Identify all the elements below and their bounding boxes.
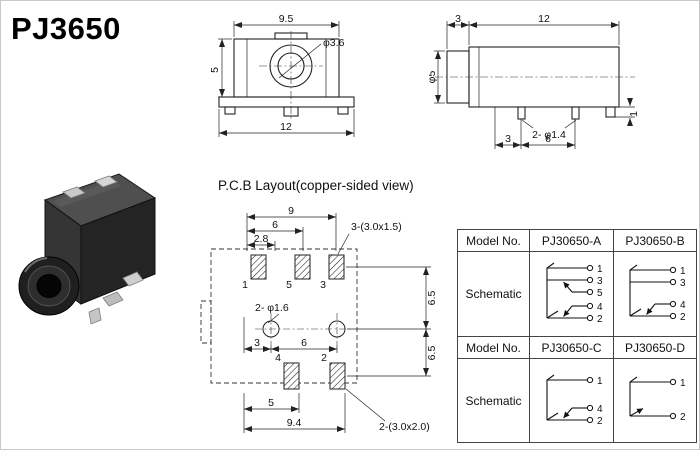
table-cell-model-d: PJ30650-D xyxy=(614,337,697,359)
connector-3d-photo xyxy=(18,173,157,325)
table-cell-model-b: PJ30650-B xyxy=(614,230,697,252)
table-cell-model-label-1: Model No. xyxy=(458,230,530,252)
pad-label-4: 4 xyxy=(275,352,281,364)
side-view-outline xyxy=(446,46,620,120)
pin-number: 5 xyxy=(597,288,603,299)
pin-number: 2 xyxy=(680,412,686,423)
part-number-title: PJ3650 xyxy=(11,11,121,46)
pad-3 xyxy=(328,254,345,280)
pin-number: 1 xyxy=(680,378,686,389)
solder-pads xyxy=(250,254,346,390)
pad-label-5: 5 xyxy=(286,279,292,291)
pad-1 xyxy=(250,254,267,280)
dim-pcb-right-lower: 6.5 xyxy=(426,346,438,361)
table-cell-schematic-label-2: Schematic xyxy=(458,359,530,443)
schematic-a-drawing: 1 3 5 4 2 xyxy=(545,262,603,325)
front-view-dimension-lines xyxy=(218,21,355,137)
schematic-b-pin-numbers: 1 3 4 2 xyxy=(680,266,686,323)
pin-number: 4 xyxy=(597,302,603,313)
schematic-d-pin-numbers: 1 2 xyxy=(680,378,686,423)
side-view-dimension-lines xyxy=(434,21,635,149)
pin-number: 1 xyxy=(597,264,603,275)
schematic-c-pin-numbers: 1 4 2 xyxy=(597,376,603,427)
pin-number: 1 xyxy=(597,376,603,387)
pad-4 xyxy=(283,362,300,390)
hole-note: 2- φ1.6 xyxy=(255,302,289,314)
table-cell-model-label-2: Model No. xyxy=(458,337,530,359)
dim-front-bottom-width: 12 xyxy=(280,121,292,133)
schematic-b-drawing: 1 3 4 2 xyxy=(629,264,686,323)
pad-label-3: 3 xyxy=(320,279,326,291)
pin-number: 2 xyxy=(597,416,603,427)
dim-pcb-mid-3: 3 xyxy=(254,337,260,349)
pin-number: 1 xyxy=(680,266,686,277)
dim-pcb-9: 9 xyxy=(288,205,294,217)
pcb-dimension-text: 9 6 2.8 3-(3.0x1.5) 1 5 3 2- φ1.6 3 6 6.… xyxy=(242,205,438,433)
dim-side-diameter: φ5 xyxy=(429,71,438,84)
dim-pcb-mid-6: 6 xyxy=(301,337,307,349)
bottom-pad-note: 2-(3.0x2.0) xyxy=(379,421,430,433)
schematic-d-cell: 1 2 xyxy=(614,359,697,443)
metal-contacts xyxy=(62,175,144,325)
pin-number: 4 xyxy=(680,300,686,311)
dim-pcb-bottom-5: 5 xyxy=(268,397,274,409)
side-pin-note: 2- φ1.4 xyxy=(532,129,566,141)
schematic-b-terminals xyxy=(669,266,677,320)
dim-side-pin-pitch: 6 xyxy=(545,133,551,145)
schematic-a-terminals xyxy=(586,264,593,322)
pin-number: 3 xyxy=(680,278,686,289)
schematic-a-pin-numbers: 1 3 5 4 2 xyxy=(597,264,603,325)
pin-number: 2 xyxy=(680,312,686,323)
dim-side-pin-offset: 3 xyxy=(505,133,511,145)
dim-front-height: 5 xyxy=(209,67,221,73)
table-cell-model-c: PJ30650-C xyxy=(530,337,614,359)
pcb-layout-heading: P.C.B Layout(copper-sided view) xyxy=(218,178,414,193)
dim-side-collar: 3 xyxy=(455,13,461,25)
dim-front-hole-dia: φ3.6 xyxy=(323,37,345,49)
dim-side-pin-tab: 1 xyxy=(628,111,640,117)
pad-label-1: 1 xyxy=(242,279,248,291)
dim-pcb-right-upper: 6.5 xyxy=(426,291,438,306)
dim-side-length: 12 xyxy=(538,13,550,25)
schematic-a-wires xyxy=(545,262,587,319)
dim-pcb-6: 6 xyxy=(272,219,278,231)
table-cell-schematic-label-1: Schematic xyxy=(458,252,530,337)
pin-number: 2 xyxy=(597,314,603,325)
front-view-centerlines xyxy=(259,31,323,119)
pad-label-2: 2 xyxy=(321,352,327,364)
schematic-d-terminals xyxy=(669,378,677,419)
pad-2 xyxy=(329,362,346,390)
top-pad-note: 3-(3.0x1.5) xyxy=(351,221,402,233)
schematic-b-wires xyxy=(629,264,670,317)
pin-number: 4 xyxy=(597,404,603,415)
side-view-dimension-text: 3 12 φ5 2- φ1.4 3 6 1 xyxy=(429,13,640,145)
jack-barrel xyxy=(18,256,80,316)
schematic-a-cell: 1 3 5 4 2 xyxy=(530,252,614,337)
schematic-b-cell: 1 3 4 2 xyxy=(614,252,697,337)
dim-pcb-bottom-9-4: 9.4 xyxy=(287,417,302,429)
dim-pcb-2-8: 2.8 xyxy=(254,233,269,245)
front-view-dimension-text: 9.5 5 φ3.6 12 xyxy=(209,13,345,133)
hole-centerlines xyxy=(255,313,353,345)
schematic-c-wires xyxy=(545,374,587,421)
front-view-drawing: 9.5 5 φ3.6 12 xyxy=(209,13,355,137)
pin-number: 3 xyxy=(597,276,603,287)
schematic-d-drawing: 1 2 xyxy=(629,376,686,423)
pad-5 xyxy=(294,254,311,280)
pcb-dimension-lines xyxy=(243,213,431,433)
table-cell-model-a: PJ30650-A xyxy=(530,230,614,252)
schematic-c-terminals xyxy=(586,376,593,423)
schematic-d-wires xyxy=(629,376,670,417)
dim-front-top-width: 9.5 xyxy=(279,13,294,25)
schematic-c-drawing: 1 4 2 xyxy=(545,374,603,427)
side-view-drawing: 3 12 φ5 2- φ1.4 3 6 1 xyxy=(429,13,640,149)
pcb-layout-drawing: 9 6 2.8 3-(3.0x1.5) 1 5 3 2- φ1.6 3 6 6.… xyxy=(200,205,438,433)
schematic-c-cell: 1 4 2 xyxy=(530,359,614,443)
model-schematic-table: Model No. PJ30650-A PJ30650-B Schematic xyxy=(457,229,697,443)
